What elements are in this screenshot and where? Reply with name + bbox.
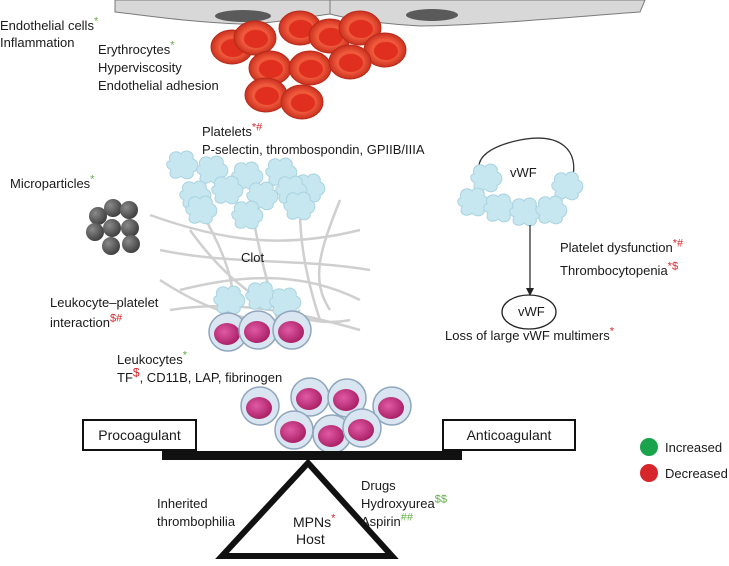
- microparticles-label: Microparticles*: [10, 173, 95, 191]
- loss-vwf-label: Loss of large vWF multimers*: [445, 325, 614, 343]
- endothelial-adhesion-label: Endothelial adhesion: [98, 78, 219, 93]
- thrombophilia-label: thrombophilia: [157, 514, 236, 529]
- host-label: Host: [296, 531, 325, 547]
- microparticles: [86, 199, 140, 255]
- legend-decreased-dot: [640, 464, 658, 482]
- platelet-dysfunction-label: Platelet dysfunction*#: [560, 237, 684, 255]
- vwf-small-label: vWF: [518, 304, 545, 319]
- drugs-label: Drugs: [361, 478, 396, 493]
- legend-decreased-label: Decreased: [665, 466, 728, 481]
- small-vwf-ellipse: [501, 294, 557, 330]
- leukocytes-label: Leukocytes*: [117, 349, 188, 367]
- legend-increased-label: Increased: [665, 440, 723, 455]
- clot-label: Clot: [241, 250, 265, 265]
- erythrocyte-cluster: [210, 10, 407, 120]
- inherited-label: Inherited: [157, 496, 208, 511]
- platelets-label: Platelets*#: [202, 121, 263, 139]
- leukocyte-cluster: [240, 377, 412, 454]
- legend-increased-dot: [640, 438, 658, 456]
- leukocyte-platelet-label: Leukocyte–platelet: [50, 295, 159, 310]
- leukocyte-platelet-complex: [208, 281, 312, 352]
- vwf-complex: [457, 137, 584, 227]
- procoagulant-box: Procoagulant: [82, 419, 197, 451]
- mpns-label: MPNs*: [293, 512, 336, 530]
- aspirin-label: Aspirin##: [361, 511, 413, 529]
- endothelial-cells-label: Endothelial cells*: [0, 15, 99, 33]
- leukocyte-markers-label: TF$, CD11B, LAP, fibrinogen: [117, 365, 283, 385]
- vwf-label: vWF: [510, 165, 537, 180]
- erythrocytes-label: Erythrocytes*: [98, 39, 175, 57]
- interaction-label: interaction$#: [50, 312, 123, 330]
- inflammation-label: Inflammation: [0, 35, 75, 50]
- arrow-to-vwf: [526, 225, 534, 296]
- anticoagulant-box: Anticoagulant: [442, 419, 576, 451]
- balance-scale: [162, 451, 462, 559]
- platelet-markers-label: P-selectin, thrombospondin, GPIIB/IIIA: [202, 142, 425, 157]
- hyperviscosity-label: Hyperviscosity: [98, 60, 182, 75]
- hydroxyurea-label: Hydroxyurea$$: [361, 493, 447, 511]
- endothelium: [114, 0, 646, 27]
- thrombocytopenia-label: Thrombocytopenia*$: [560, 260, 679, 278]
- platelet-cluster: [166, 150, 326, 230]
